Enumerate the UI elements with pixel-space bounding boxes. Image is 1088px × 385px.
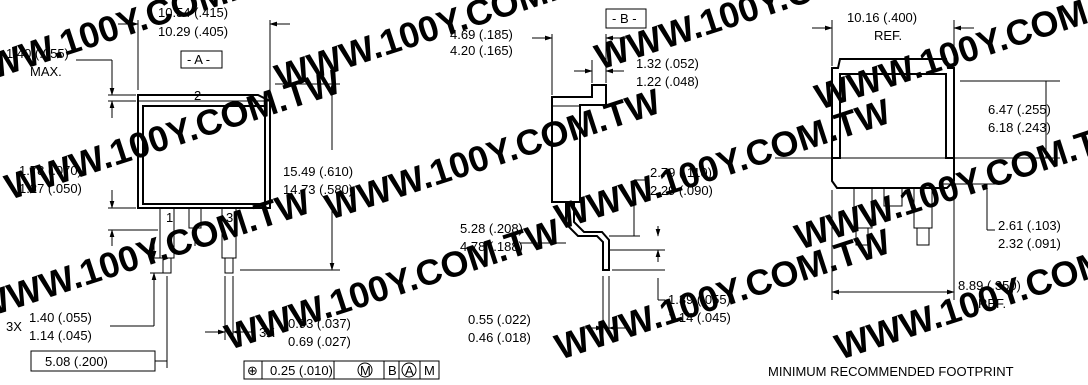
pin-2-label: 2 [194,88,201,103]
lead-count-2: 3X [259,325,275,340]
height-min: 14.73 (.580) [283,182,353,197]
footprint-view: 10.16 (.400) REF. 6.47 (.255) 6.18 (.243… [768,10,1061,379]
datum-b-label: - B - [612,11,637,26]
watermark-layer: WWW.100Y.COM.TW WWW.100Y.COM.TW WWW.100Y… [0,0,1088,368]
datum-b-frame [605,8,647,29]
lead-1-pad-tip [855,227,869,246]
lead-count-1: 3X [6,319,22,334]
footprint-width-ref: REF. [874,28,902,43]
width-min: 10.29 (.405) [158,24,228,39]
shoulder-max: 1.78 (.070) [19,163,82,178]
height-max: 15.49 (.610) [283,164,353,179]
gap-max: 2.61 (.103) [998,218,1061,233]
side-lead [565,202,610,271]
tab-max-label: MAX. [30,64,62,79]
footprint-width: 10.16 (.400) [847,10,917,25]
tolerance-mod-2: M [424,363,435,378]
lead-thickness-max: 0.55 (.022) [468,312,531,327]
standoff-max: 5.28 (.208) [460,221,523,236]
thickness-max: 4.69 (.185) [450,27,513,42]
foot-min: 1.14 (.045) [668,310,731,325]
mmc-circle-icon [357,362,373,378]
center-lead-stub [883,187,903,207]
thickness-min: 4.20 (.165) [450,43,513,58]
pad-height-max: 6.47 (.255) [988,102,1051,117]
lead-3-tip [224,257,234,274]
tab-thickness-max: 1.32 (.052) [636,56,699,71]
span-ref: REF. [978,296,1006,311]
tab-max-value: 1.40 (.055) [6,46,69,61]
pin-1-label: 1 [166,210,173,225]
lead-length-min: 1.14 (.045) [29,328,92,343]
position-tolerance-frame: ⊕ 0.25 (.010) M B A M [243,360,440,380]
offset-min: 2.29 (.090) [650,183,713,198]
tolerance-mod: M [360,363,371,378]
foot-max: 1.39 (.055) [668,292,731,307]
package-face [142,105,266,205]
lead-thickness-min: 0.46 (.018) [468,330,531,345]
span-value: 8.89 (.350) [958,278,1021,293]
datum-circle-icon [401,362,417,378]
lead-1-tip [162,257,172,274]
front-view: 1 3 2 10.54 (.415) 10.29 (.405) - A - 1.… [6,5,440,380]
offset-max: 2.79 (.110) [650,165,712,180]
width-max: 10.54 (.415) [158,5,228,20]
tolerance-datum-b: B [388,363,397,378]
gap-min: 2.32 (.091) [998,236,1061,251]
lead-width-max: 0.93 (.037) [288,316,351,331]
lead-3-pad-tip [916,227,930,246]
pitch-value: 5.08 (.200) [45,354,108,369]
lead-width-min: 0.69 (.027) [288,334,351,349]
standoff-min: 4.78 (.188) [460,239,523,254]
shoulder-min: 1.27 (.050) [19,181,82,196]
datum-a-label: - A - [187,52,210,67]
watermark-text: WWW.100Y.COM.TW [270,0,616,98]
tab-thickness-min: 1.22 (.048) [636,74,699,89]
footprint-caption: MINIMUM RECOMMENDED FOOTPRINT [768,364,1014,379]
package-body [137,94,271,209]
pad-height-min: 6.18 (.243) [988,120,1051,135]
position-symbol-icon: ⊕ [247,363,258,378]
lead-length-max: 1.40 (.055) [29,310,92,325]
tolerance-value: 0.25 (.010) [270,363,333,378]
pin-3-label: 3 [226,210,233,225]
tolerance-datum-a: A [405,363,414,378]
side-view: 4.69 (.185) 4.20 (.165) - B - 1.32 (.052… [450,8,731,345]
lead-2-stub [188,207,202,229]
datum-a-frame [180,50,223,69]
